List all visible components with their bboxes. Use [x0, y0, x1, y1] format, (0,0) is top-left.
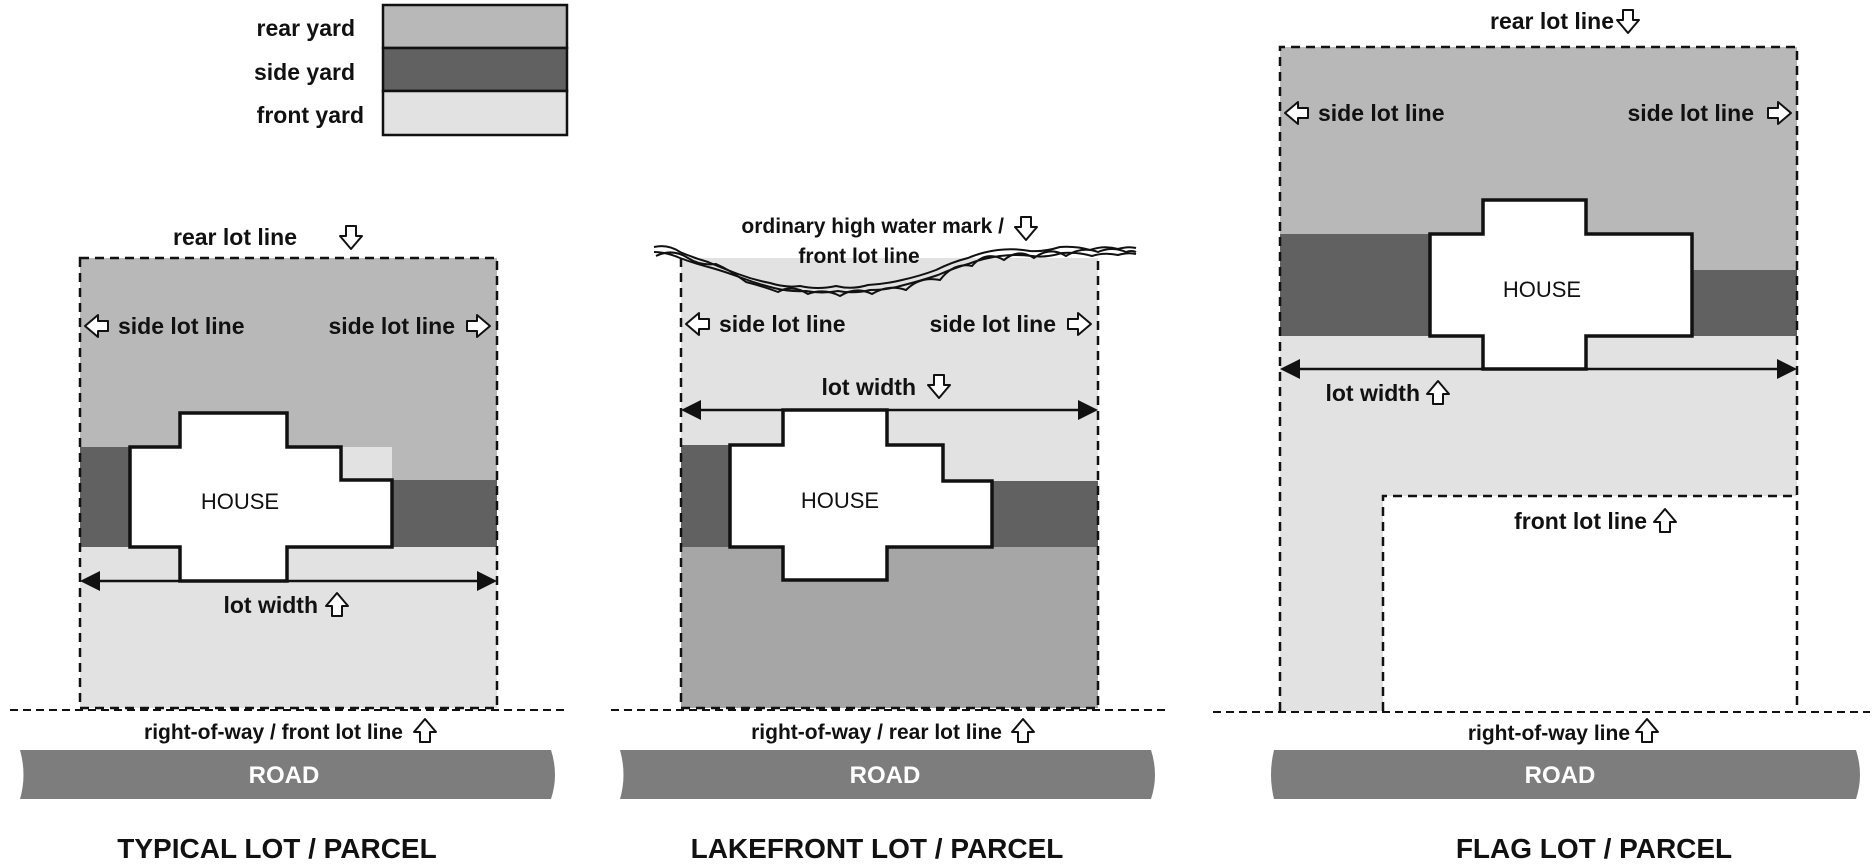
road-label: ROAD	[850, 762, 921, 789]
rear-lot-line-label: rear lot line	[173, 224, 297, 250]
lot-width-label: lot width	[223, 592, 318, 618]
legend-rear-yard-swatch	[381, 3, 569, 50]
water-mark-label-line2: front lot line	[798, 245, 919, 268]
house-label: HOUSE	[201, 489, 279, 514]
lot-width-label: lot width	[1325, 380, 1420, 406]
lot-boundary	[1278, 45, 1799, 711]
arrowhead-left-icon	[1280, 359, 1300, 379]
side-lot-line-left-label: side lot line	[719, 311, 846, 337]
side-yard-right	[392, 480, 497, 547]
house-outline	[1428, 198, 1694, 371]
house-label: HOUSE	[801, 488, 879, 513]
water-mark-label-line1: ordinary high water mark /	[741, 215, 1004, 238]
lot-width-label: lot width	[821, 374, 916, 400]
side-lot-line-right-label: side lot line	[929, 311, 1056, 337]
arrow-up-icon	[1635, 718, 1659, 743]
side-lot-line-right-label: side lot line	[1627, 100, 1754, 126]
lakefront-lot-title: LAKEFRONT LOT / PARCEL	[691, 833, 1064, 864]
arrowhead-right-icon	[477, 571, 497, 591]
legend-front-yard-swatch	[381, 89, 569, 137]
side-lot-line-left-label: side lot line	[1318, 100, 1445, 126]
road-label: ROAD	[249, 762, 320, 789]
legend-side-yard-label: side yard	[254, 59, 355, 85]
side-yard-left	[1280, 234, 1430, 336]
arrow-up-icon	[1653, 508, 1677, 533]
house-outline	[728, 408, 994, 582]
right-of-way-label: right-of-way line	[1468, 722, 1630, 745]
arrow-down-icon	[1014, 216, 1038, 241]
right-of-way-label: right-of-way / front lot line	[144, 721, 403, 744]
arrowhead-right-icon	[1777, 359, 1797, 379]
side-lot-line-right-label: side lot line	[328, 313, 455, 339]
road	[1271, 750, 1860, 799]
road	[20, 750, 555, 799]
arrow-up-icon	[1011, 718, 1035, 743]
side-yard-right	[1692, 270, 1797, 336]
side-yard-left	[681, 445, 730, 547]
side-lot-line-left-label: side lot line	[118, 313, 245, 339]
arrow-down-icon	[339, 225, 363, 250]
front-lot-line-label: front lot line	[1514, 508, 1647, 534]
rear-yard-area	[80, 258, 497, 480]
right-of-way-label: right-of-way / rear lot line	[751, 721, 1002, 744]
house-label: HOUSE	[1503, 277, 1581, 302]
lot-boundary	[78, 256, 499, 710]
legend: rear yard side yard front yard	[254, 3, 569, 137]
legend-rear-yard-label: rear yard	[257, 15, 355, 41]
road	[620, 750, 1155, 799]
arrowhead-right-icon	[1078, 400, 1098, 420]
road-label: ROAD	[1525, 762, 1596, 789]
typical-lot-panel: HOUSE rear lot line side lot line side l…	[10, 224, 567, 864]
side-yard-right	[992, 481, 1098, 547]
arrow-up-icon	[413, 718, 437, 743]
arrowhead-left-icon	[80, 571, 100, 591]
arrowhead-left-icon	[681, 400, 701, 420]
lakefront-lot-panel: HOUSE ordinary high water mark / front l…	[611, 215, 1167, 864]
shoreline	[655, 248, 1137, 298]
house-outline	[128, 411, 394, 583]
legend-side-yard-swatch	[381, 46, 569, 93]
lot-boundary	[679, 258, 1100, 710]
side-yard-left	[80, 447, 130, 547]
flag-lot-panel: HOUSE rear lot line side lot line side l…	[1213, 8, 1870, 864]
legend-front-yard-label: front yard	[257, 102, 364, 128]
rear-yard-area	[1280, 47, 1797, 270]
typical-lot-title: TYPICAL LOT / PARCEL	[117, 833, 436, 864]
lakefront-rear-yard-area	[681, 547, 1098, 708]
arrow-down-icon	[1616, 9, 1640, 34]
rear-lot-line-label: rear lot line	[1490, 8, 1614, 34]
flag-lot-title: FLAG LOT / PARCEL	[1456, 833, 1732, 864]
